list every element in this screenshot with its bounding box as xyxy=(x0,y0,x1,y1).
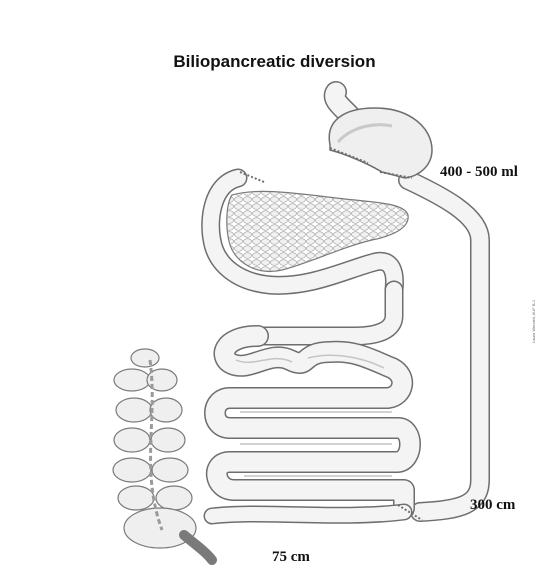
stomach-pouch xyxy=(329,92,432,178)
alimentary-limb-length-label: 300 cm xyxy=(470,497,515,514)
small-intestine-coils xyxy=(215,336,410,508)
stomach-volume-label: 400 - 500 ml xyxy=(440,164,518,181)
biliopancreatic-limb xyxy=(258,290,394,336)
illustrator-credit: Laura Wendell, AUF B-1 xyxy=(531,273,536,343)
colon xyxy=(113,349,212,560)
alimentary-limb xyxy=(408,180,480,512)
common-channel-length-label: 75 cm xyxy=(272,549,310,566)
common-channel xyxy=(212,505,422,520)
